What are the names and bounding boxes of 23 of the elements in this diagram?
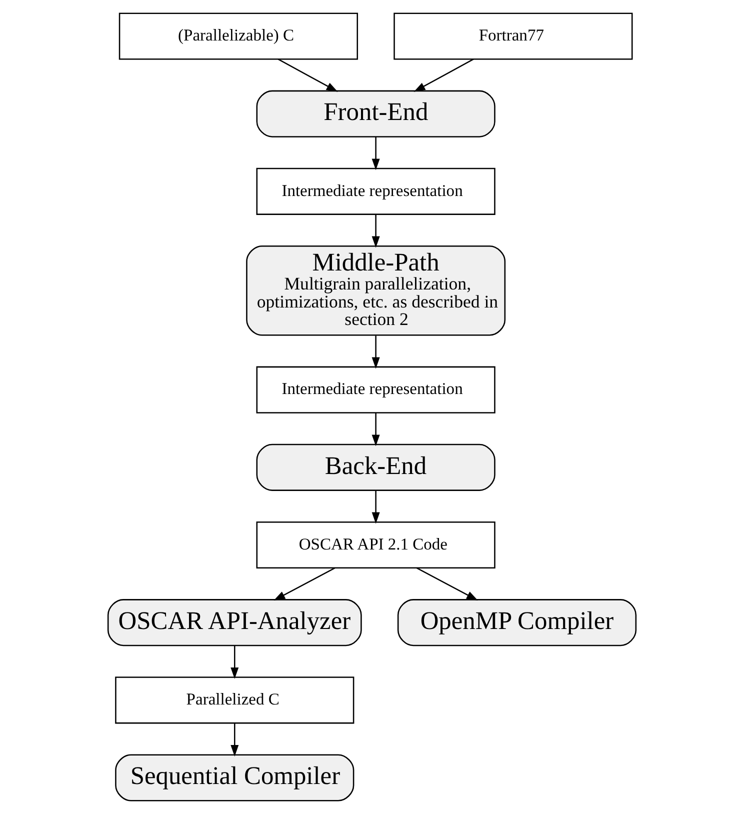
node-box: Parallelized C xyxy=(114,676,354,724)
arrow xyxy=(371,214,380,248)
node-box: Middle-Path Multigrain parallelization, optimizations, etc. as described in section 2 xyxy=(246,245,506,336)
node-box: Back-End xyxy=(256,444,495,491)
arrow xyxy=(371,412,380,446)
node-box: OSCAR API-Analyzer xyxy=(106,599,362,646)
arrow xyxy=(416,567,478,601)
node-box: (Parallelizable) C xyxy=(118,12,358,60)
arrow xyxy=(371,336,380,369)
node-box: Intermediate representation xyxy=(256,366,495,414)
arrow xyxy=(413,58,474,92)
arrow xyxy=(277,58,338,92)
arrow xyxy=(371,136,380,170)
node-box: Sequential Compiler xyxy=(114,754,354,802)
arrow xyxy=(273,567,335,601)
arrow xyxy=(230,723,238,756)
node-box: Intermediate representation xyxy=(256,168,495,215)
arrow xyxy=(230,646,238,679)
node-box: OpenMP Compiler xyxy=(396,599,636,646)
arrow xyxy=(371,490,380,524)
node-box: Fortran77 xyxy=(393,12,632,60)
node-box: OSCAR API 2.1 Code xyxy=(256,521,495,569)
node-box: Front-End xyxy=(256,90,495,138)
